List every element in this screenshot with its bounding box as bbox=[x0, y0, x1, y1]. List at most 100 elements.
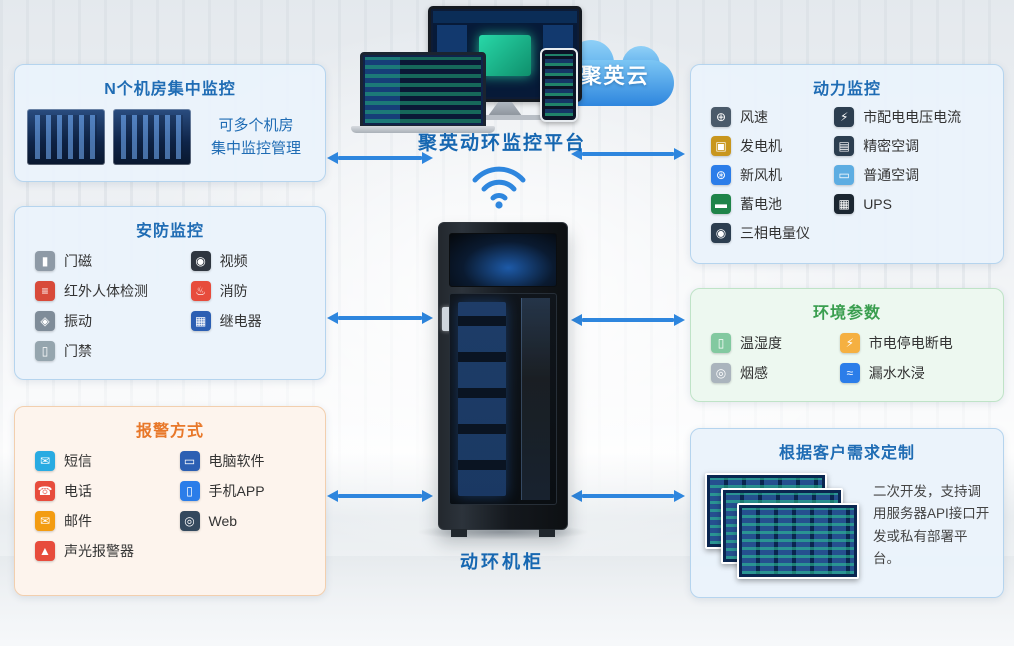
rooms-caption-line: 集中监控管理 bbox=[210, 140, 301, 157]
dashboard-screenshot bbox=[737, 503, 859, 579]
feature-label: 手机APP bbox=[208, 482, 265, 499]
feature-label: 电脑软件 bbox=[208, 452, 265, 469]
feature-label: 新风机 bbox=[740, 166, 782, 183]
power-distribution-icon: ⚡ bbox=[834, 106, 855, 127]
feature-label: 普通空调 bbox=[863, 166, 920, 183]
panel-title: 环境参数 bbox=[812, 305, 881, 322]
feature-label: 门禁 bbox=[64, 342, 92, 359]
power-meter-icon: ◉ bbox=[711, 222, 731, 243]
cabinet-label: 动环机柜 bbox=[460, 552, 544, 572]
temp-humidity-sensor-icon: ▯ bbox=[711, 332, 731, 353]
feature-label: 电话 bbox=[64, 482, 92, 499]
feature-item: ◈ 振动 bbox=[35, 309, 191, 332]
panel-title: 安防监控 bbox=[135, 223, 204, 240]
feature-item: ▯ 温湿度 bbox=[711, 331, 840, 354]
alarm-items: ✉ 短信 ▭ 电脑软件 ☎ 电话 ▯ 手机APP ✉ 邮件 ◎ Web ▲ 声光… bbox=[15, 441, 325, 570]
feature-item: ◎ 烟感 bbox=[711, 361, 840, 384]
monitor-stand bbox=[488, 102, 522, 116]
link-arrow-alarm bbox=[338, 494, 422, 498]
link-arrow-rooms bbox=[338, 156, 422, 160]
feature-item: ◎ Web bbox=[179, 509, 313, 532]
feature-item: ▯ 手机APP bbox=[179, 479, 313, 502]
panel-environment-parameters: 环境参数 ▯ 温湿度 ⚡ 市电停电断电 ◎ 烟感 ≈ 漏水水浸 bbox=[690, 288, 1004, 402]
relay-icon: ▦ bbox=[190, 310, 211, 331]
monitor-base bbox=[467, 115, 543, 120]
feature-item: ▦ 继电器 bbox=[190, 309, 313, 332]
feature-item: ⚡ 市电停电断电 bbox=[839, 331, 991, 354]
feature-label: 蓄电池 bbox=[740, 195, 782, 212]
feature-item: ▬ 蓄电池 bbox=[711, 192, 834, 215]
feature-label: 继电器 bbox=[219, 312, 262, 329]
feature-item: ♨ 消防 bbox=[190, 279, 313, 302]
cabinet-control-screen bbox=[442, 307, 452, 331]
feature-label: 精密空调 bbox=[863, 137, 920, 154]
server-room-photo bbox=[113, 109, 191, 165]
phone-dashboard bbox=[540, 48, 578, 122]
pc-software-icon: ▭ bbox=[179, 450, 200, 471]
feature-item: ▭ 普通空调 bbox=[834, 163, 991, 186]
panel-title: 报警方式 bbox=[135, 423, 204, 440]
cabinet-feet bbox=[451, 529, 555, 537]
panel-title: 动力监控 bbox=[812, 81, 881, 98]
anemometer-icon: ⊕ bbox=[711, 106, 731, 127]
platform-title: 聚英动环监控平台 bbox=[417, 133, 586, 154]
infrared-detector-icon: ≡ bbox=[35, 280, 55, 301]
feature-item: ▦ UPS bbox=[834, 192, 991, 215]
panel-security-monitoring: 安防监控 ▮ 门磁 ◉ 视频 ≡ 红外人体检测 ♨ 消防 ◈ 振动 ▦ 继电器 … bbox=[14, 206, 326, 380]
sms-icon: ✉ bbox=[35, 450, 55, 471]
feature-label: 红外人体检测 bbox=[64, 282, 148, 299]
dashboard-screenshots bbox=[705, 473, 863, 585]
vibration-sensor-icon: ◈ bbox=[35, 310, 55, 331]
feature-label: 声光报警器 bbox=[64, 542, 134, 559]
mobile-app-icon: ▯ bbox=[179, 480, 200, 501]
feature-item: ✉ 邮件 bbox=[35, 509, 180, 532]
panel-title: N个机房集中监控 bbox=[104, 81, 236, 98]
feature-label: 市配电电压电流 bbox=[863, 108, 962, 125]
video-camera-icon: ◉ bbox=[190, 250, 211, 271]
feature-item: ⚡ 市配电电压电流 bbox=[834, 105, 991, 128]
web-browser-icon: ◎ bbox=[179, 510, 200, 531]
rooms-caption: 可多个机房 集中监控管理 bbox=[199, 114, 313, 161]
feature-label: 短信 bbox=[64, 452, 92, 469]
laptop-base bbox=[351, 126, 495, 133]
laptop-screen bbox=[365, 57, 481, 123]
power-outage-icon: ⚡ bbox=[839, 332, 860, 353]
fresh-air-fan-icon: ⊛ bbox=[711, 164, 731, 185]
ups-icon: ▦ bbox=[834, 193, 855, 214]
precision-ac-icon: ▤ bbox=[834, 135, 855, 156]
power-items: ⊕ 风速 ⚡ 市配电电压电流 ▣ 发电机 ▤ 精密空调 ⊛ 新风机 ▭ 普通空调… bbox=[691, 99, 1003, 252]
feature-label: UPS bbox=[863, 195, 892, 212]
wifi-signal-icon bbox=[469, 158, 529, 212]
feature-item: ▣ 发电机 bbox=[711, 134, 834, 157]
feature-item: ☎ 电话 bbox=[35, 479, 180, 502]
server-room-photo bbox=[27, 109, 105, 165]
cloud-label: 聚英云 bbox=[580, 65, 650, 88]
feature-item: ▤ 精密空调 bbox=[834, 134, 991, 157]
feature-item: ⊛ 新风机 bbox=[711, 163, 834, 186]
link-arrow-environment bbox=[582, 318, 674, 322]
monitor-hero-graphic bbox=[479, 35, 531, 77]
water-leak-icon: ≈ bbox=[839, 362, 860, 383]
door-magnet-icon: ▮ bbox=[35, 250, 55, 271]
link-arrow-power bbox=[582, 152, 674, 156]
rooms-body: 可多个机房 集中监控管理 bbox=[15, 99, 325, 175]
feature-label: 振动 bbox=[64, 312, 92, 329]
panel-power-monitoring: 动力监控 ⊕ 风速 ⚡ 市配电电压电流 ▣ 发电机 ▤ 精密空调 ⊛ 新风机 ▭… bbox=[690, 64, 1004, 264]
feature-item: ▭ 电脑软件 bbox=[179, 449, 313, 472]
feature-item: ≡ 红外人体检测 bbox=[35, 279, 191, 302]
panel-alarm-methods: 报警方式 ✉ 短信 ▭ 电脑软件 ☎ 电话 ▯ 手机APP ✉ 邮件 ◎ Web… bbox=[14, 406, 326, 596]
feature-label: 邮件 bbox=[64, 512, 92, 529]
custom-caption: 二次开发，支持调用服务器API接口开发或私有部署平台。 bbox=[873, 484, 990, 566]
telephone-icon: ☎ bbox=[35, 480, 55, 501]
feature-item: ✉ 短信 bbox=[35, 449, 180, 472]
feature-item: ▯ 门禁 bbox=[35, 339, 191, 362]
link-arrow-security bbox=[338, 316, 422, 320]
feature-label: Web bbox=[208, 512, 238, 529]
air-conditioner-icon: ▭ bbox=[834, 164, 855, 185]
email-icon: ✉ bbox=[35, 510, 55, 531]
feature-item: ◉ 视频 bbox=[190, 249, 313, 272]
feature-label: 发电机 bbox=[740, 137, 782, 154]
feature-label: 消防 bbox=[219, 282, 248, 299]
feature-label: 温湿度 bbox=[740, 334, 782, 351]
